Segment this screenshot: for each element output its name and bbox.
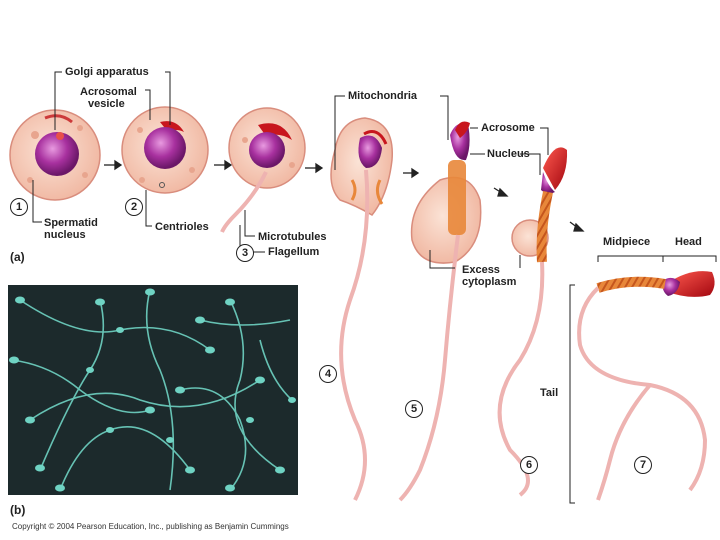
label-centrioles: Centrioles xyxy=(155,221,209,233)
label-flagellum: Flagellum xyxy=(268,246,320,258)
spermatid-cell-5 xyxy=(398,121,482,502)
step-2-marker: 2 xyxy=(125,198,143,216)
spermatid-cell-3 xyxy=(220,107,306,233)
spermatozoon-7 xyxy=(577,271,715,501)
label-mitochondria: Mitochondria xyxy=(348,90,418,102)
label-golgi-apparatus: Golgi apparatus xyxy=(65,66,149,78)
spermatid-cell-6 xyxy=(497,147,568,497)
label-spermatid-line2: nucleus xyxy=(44,229,86,241)
label-midpiece: Midpiece xyxy=(603,236,651,248)
part-b-label: (b) xyxy=(10,503,26,517)
label-head: Head xyxy=(675,236,702,248)
step-4-marker: 4 xyxy=(319,365,337,383)
step-1-marker: 1 xyxy=(10,198,28,216)
step-3-marker: 3 xyxy=(236,244,254,262)
label-excess-line1: Excess xyxy=(462,264,500,276)
label-acrosomal-line2: vesicle xyxy=(88,98,125,110)
label-microtubules: Microtubules xyxy=(258,231,327,243)
label-leaders xyxy=(32,71,717,504)
sperm-micrograph xyxy=(8,285,298,495)
stage-arrows xyxy=(104,159,585,232)
step-6-marker: 6 xyxy=(520,456,538,474)
label-tail: Tail xyxy=(540,387,559,399)
spermatid-cell-4 xyxy=(330,117,393,501)
spermatid-cell-1 xyxy=(9,109,101,201)
part-a-label: (a) xyxy=(10,250,25,264)
step-5-marker: 5 xyxy=(405,400,423,418)
label-spermatid-line1: Spermatid xyxy=(44,217,98,229)
step-7-marker: 7 xyxy=(634,456,652,474)
copyright-notice: Copyright © 2004 Pearson Education, Inc.… xyxy=(12,522,289,531)
label-acrosomal-line1: Acrosomal xyxy=(80,86,137,98)
spermatid-cell-2 xyxy=(121,106,209,194)
label-nucleus: Nucleus xyxy=(487,148,530,160)
label-excess-line2: cytoplasm xyxy=(462,276,517,288)
label-acrosome: Acrosome xyxy=(481,122,535,134)
